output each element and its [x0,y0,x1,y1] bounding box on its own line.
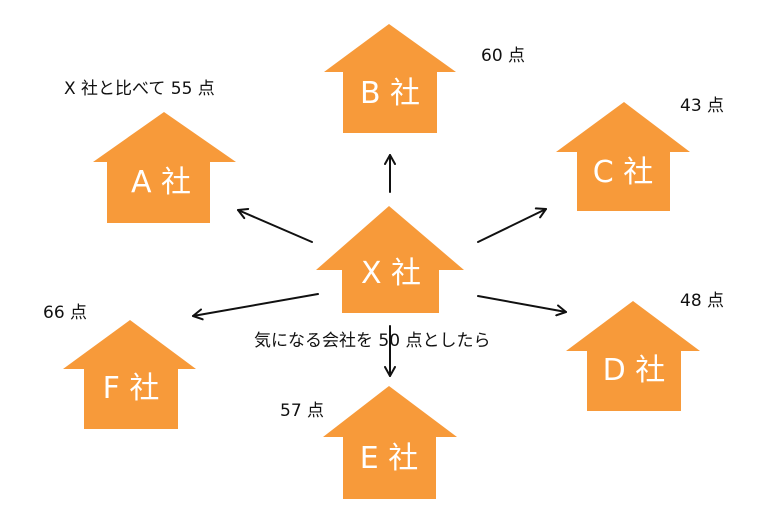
house-x: X 社 [316,206,464,313]
house-c-shape [556,102,690,211]
note-a-comparison: X 社と比べて 55 点 [64,79,215,99]
house-d: D 社 [566,301,700,411]
house-e: E 社 [323,386,457,499]
house-d-shape [566,301,700,411]
house-b: B 社 [324,24,456,133]
house-a-label: A 社 [131,165,191,200]
arrows [192,154,567,377]
house-a-shape [93,112,236,223]
score-b: 60 点 [481,46,525,66]
arrow-to-a [237,207,313,243]
house-c-label: C 社 [593,155,653,190]
house-e-label: E 社 [360,441,419,476]
arrow-to-f [192,293,319,321]
score-c: 43 点 [680,96,724,116]
house-b-label: B 社 [360,76,420,111]
caption-premise: 気になる会社を 50 点としたら [254,331,490,351]
house-a: A 社 [93,112,236,223]
house-x-label: X 社 [361,256,421,291]
score-d: 48 点 [680,291,724,311]
house-f: F 社 [63,320,196,429]
house-b-shape [324,24,456,133]
house-x-shape [316,206,464,313]
house-f-label: F 社 [103,371,160,406]
arrow-to-c [477,207,547,243]
arrow-to-d [477,295,567,317]
house-c: C 社 [556,102,690,211]
house-d-label: D 社 [603,353,666,388]
house-f-shape [63,320,196,429]
score-f: 66 点 [43,303,87,323]
score-e: 57 点 [280,401,324,421]
house-e-shape [323,386,457,499]
